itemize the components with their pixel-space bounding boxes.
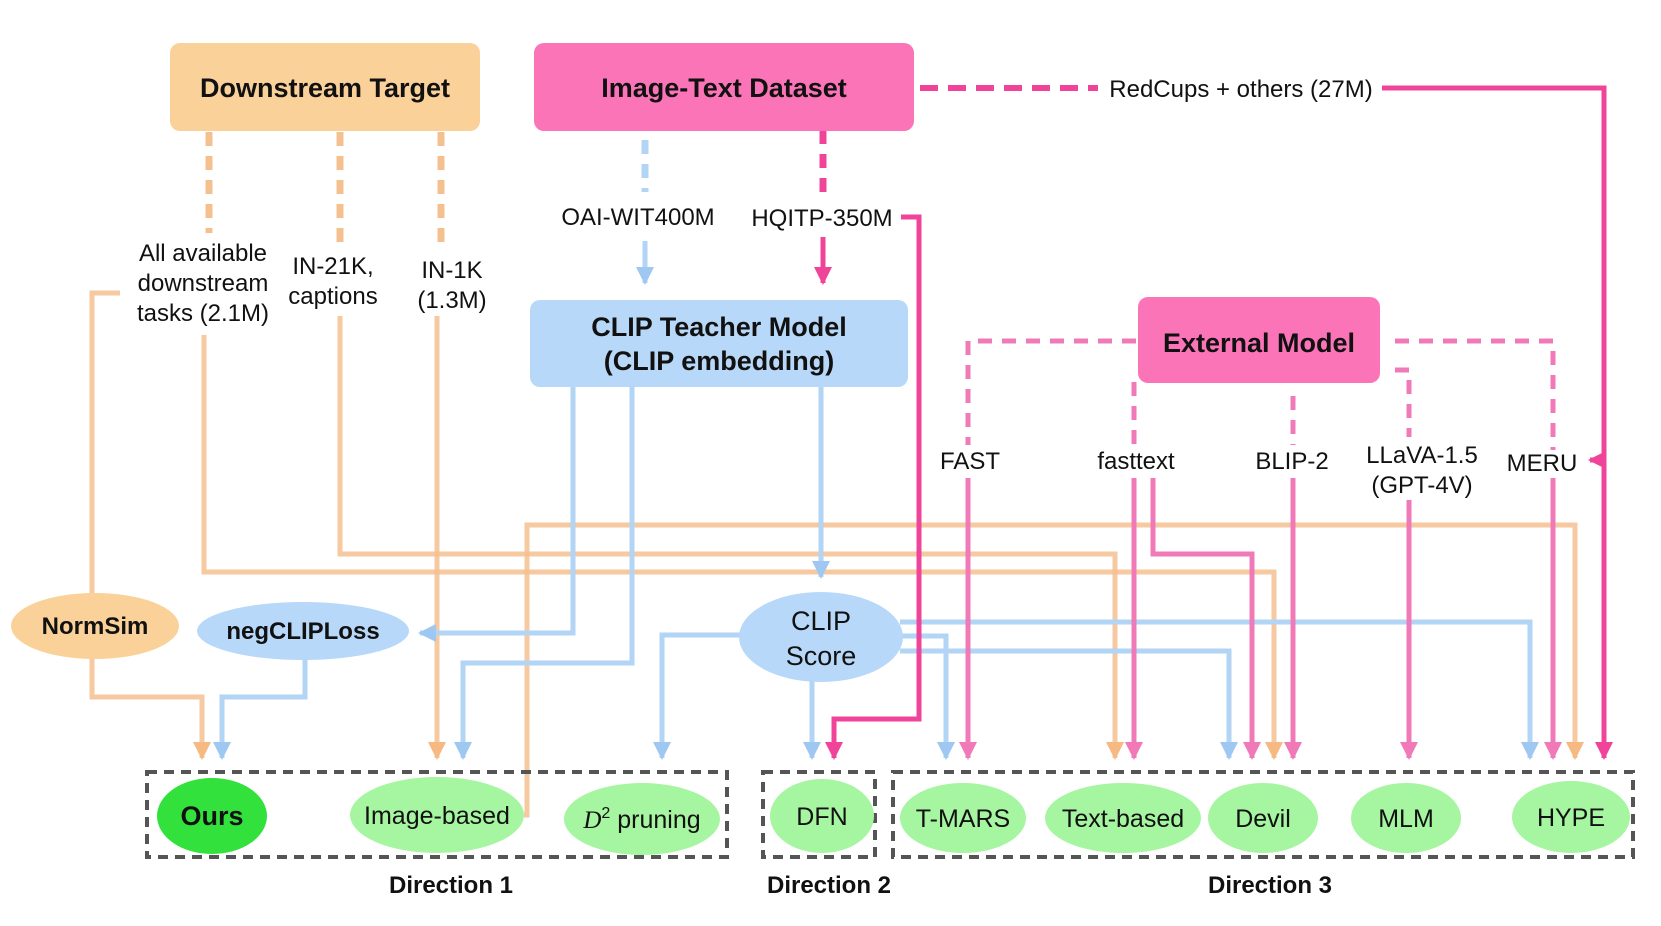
fast-label: FAST xyxy=(940,448,1000,475)
devil-label: Devil xyxy=(1235,805,1291,833)
mlm-label: MLM xyxy=(1378,805,1434,833)
image-text-dataset-box: Image-Text Dataset xyxy=(534,43,914,131)
clip-teacher-model-box: CLIP Teacher Model (CLIP embedding) xyxy=(530,300,908,387)
all-available-label-line1: All available xyxy=(139,240,267,267)
in21k-label-line1: IN-21K, xyxy=(292,253,373,280)
direction-1-label: Direction 1 xyxy=(389,872,513,899)
text-based-node: Text-based xyxy=(1045,783,1201,853)
group-labels: Direction 1 Direction 2 Direction 3 xyxy=(389,872,1332,899)
d2-text: pruning xyxy=(610,806,700,834)
edge-labels: RedCups + others (27M) All available dow… xyxy=(137,72,1577,499)
downstream-target-box: Downstream Target xyxy=(170,43,480,131)
blip2-label: BLIP-2 xyxy=(1255,448,1328,475)
oai-wit-label: OAI-WIT400M xyxy=(561,204,714,231)
magenta-connectors xyxy=(814,85,1613,760)
all-available-label-line2: downstream xyxy=(138,270,269,297)
direction-3-group xyxy=(891,770,1635,859)
ours-label: Ours xyxy=(180,801,243,831)
dfn-node: DFN xyxy=(770,779,874,853)
normsim-label: NormSim xyxy=(42,613,149,640)
downstream-target-label: Downstream Target xyxy=(200,73,450,103)
clip-teacher-label-line2: (CLIP embedding) xyxy=(604,346,835,376)
image-based-node: Image-based xyxy=(350,777,524,853)
d2-pruning-label: D2 pruning xyxy=(582,805,700,834)
hype-label: HYPE xyxy=(1537,804,1605,832)
hqitp-label: HQITP-350M xyxy=(751,205,892,232)
in21k-label-line2: captions xyxy=(288,283,377,310)
all-available-label-line3: tasks (2.1M) xyxy=(137,300,269,327)
ours-node: Ours xyxy=(157,778,267,854)
meru-label: MERU xyxy=(1507,450,1578,477)
negcliploss-label: negCLIPLoss xyxy=(226,618,379,645)
external-model-label: External Model xyxy=(1163,328,1355,358)
pink-connectors xyxy=(959,478,1562,760)
method-nodes: Ours Image-based D2 pruning DFN T-MARS T… xyxy=(157,777,1630,855)
tmars-node: T-MARS xyxy=(900,783,1026,853)
negcliploss-node: negCLIPLoss xyxy=(197,602,409,660)
blue-connectors xyxy=(213,241,1539,760)
image-text-dataset-label: Image-Text Dataset xyxy=(601,73,847,103)
text-based-label: Text-based xyxy=(1062,805,1184,833)
orange-connectors xyxy=(89,290,1584,818)
tmars-label: T-MARS xyxy=(916,805,1010,833)
image-based-label: Image-based xyxy=(364,802,510,830)
mlm-node: MLM xyxy=(1351,783,1461,853)
normsim-node: NormSim xyxy=(11,593,179,659)
direction-groups xyxy=(145,770,1635,859)
direction-1-group xyxy=(145,770,729,859)
d2-superscript: 2 xyxy=(601,805,610,822)
in1k-label-line2: (1.3M) xyxy=(417,287,486,314)
d2-pruning-node: D2 pruning xyxy=(564,783,720,855)
redcups-label: RedCups + others (27M) xyxy=(1109,76,1372,103)
clip-score-label-line1: CLIP xyxy=(791,606,851,636)
clip-score-label-line2: Score xyxy=(786,641,857,671)
hype-node: HYPE xyxy=(1512,781,1630,853)
llava-label-line2: (GPT-4V) xyxy=(1371,472,1472,499)
llava-label-line1: LLaVA-1.5 xyxy=(1366,442,1478,469)
devil-node: Devil xyxy=(1208,783,1318,853)
source-dashed-connectors xyxy=(205,85,1556,450)
in1k-label-line1: IN-1K xyxy=(421,257,482,284)
fasttext-label: fasttext xyxy=(1097,448,1175,475)
dfn-label: DFN xyxy=(796,803,847,831)
d2-symbol: D xyxy=(582,807,601,834)
clip-score-node: CLIP Score xyxy=(739,592,903,682)
direction-2-label: Direction 2 xyxy=(767,872,891,899)
direction-3-label: Direction 3 xyxy=(1208,872,1332,899)
external-model-box: External Model xyxy=(1138,297,1380,383)
direction-2-group xyxy=(761,770,877,859)
clip-teacher-label-line1: CLIP Teacher Model xyxy=(591,312,847,342)
